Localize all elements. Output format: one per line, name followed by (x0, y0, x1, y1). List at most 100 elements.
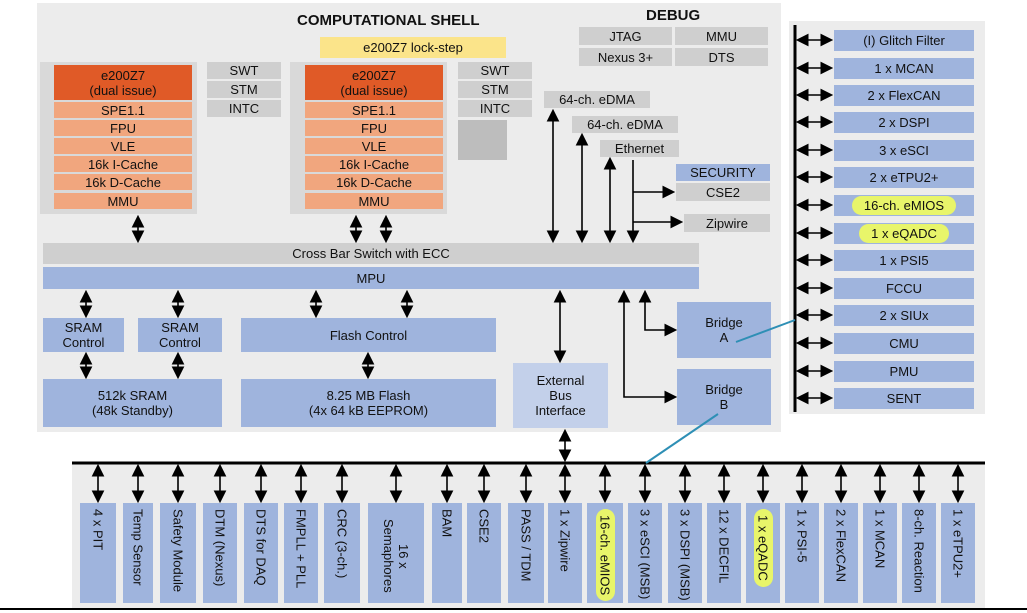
bridge-b-item-dspi-msb: 3 x DSPI (MSB) (668, 503, 702, 603)
core-1-intc: INTC (207, 100, 281, 117)
bridge-a-eqadc-highlight: 1 x eQADC (859, 224, 949, 243)
debug-title: DEBUG (646, 7, 701, 24)
bridge-a-item-emios: 16-ch. eMIOS (834, 195, 974, 216)
bridge-a-item-etpu: 2 x eTPU2+ (834, 167, 974, 188)
bridge-b-item-reaction: 8-ch. Reaction (902, 503, 936, 603)
zipwire-block: Zipwire (684, 214, 770, 232)
debug-mmu: MMU (675, 27, 768, 45)
bridge-b: Bridge B (677, 369, 771, 425)
bridge-a-item-siux: 2 x SIUx (834, 305, 974, 326)
bridge-a-item-fccu: FCCU (834, 278, 974, 299)
sram-512k-line-1: 512k SRAM (97, 388, 168, 403)
core-2-mmu: MMU (305, 193, 443, 209)
bridge-a-item-cmu: CMU (834, 333, 974, 354)
core-2-stm: STM (458, 81, 532, 98)
core-2-title: e200Z7 (dual issue) (305, 65, 443, 100)
core-1-fpu: FPU (54, 120, 192, 136)
bridge-b-item-mcan: 1 x MCAN (863, 503, 897, 603)
sram-control-2: SRAM Control (138, 318, 222, 352)
bridge-b-item-dts-daq: DTS for DAQ (244, 503, 278, 603)
core-1-stm: STM (207, 81, 281, 98)
core-2-fpu: FPU (305, 120, 443, 136)
flash-memory-line-1: 8.25 MB Flash (326, 388, 411, 403)
bridge-a: Bridge A (677, 302, 771, 358)
bridge-b-item-etpu: 1 x eTPU2+ (941, 503, 975, 603)
crossbar-switch: Cross Bar Switch with ECC (43, 243, 699, 264)
flash-memory-line-2: (4x 64 kB EEPROM) (308, 403, 429, 418)
core-1-vle: VLE (54, 138, 192, 154)
core-2-dcache: 16k D-Cache (305, 174, 443, 190)
core-1-dcache: 16k D-Cache (54, 174, 192, 190)
bridge-b-line-2: B (719, 397, 729, 412)
sram-control-1-line-1: SRAM (64, 320, 103, 335)
bridge-a-line-2: A (719, 330, 729, 345)
bridge-b-item-crc: CRC (3-ch.) (324, 503, 360, 603)
lockstep-label: e200Z7 lock-step (320, 37, 506, 58)
edma-a: 64-ch. eDMA (544, 91, 650, 108)
bridge-a-item-dspi: 2 x DSPI (834, 112, 974, 133)
bridge-a-line-1: Bridge (705, 315, 743, 330)
bridge-b-item-esci-msb: 3 x eSCI (MSB) (628, 503, 662, 603)
ebi-line-2: Bus (549, 388, 572, 403)
bridge-b-item-psi5: 1 x PSI-5 (785, 503, 819, 603)
core-2-subtitle: (dual issue) (340, 82, 408, 98)
bridge-a-link (735, 319, 796, 343)
bridge-a-item-sent: SENT (834, 388, 974, 409)
computational-shell-title: COMPUTATIONAL SHELL (297, 12, 480, 29)
core-2-vle: VLE (305, 138, 443, 154)
security-label: SECURITY (676, 164, 770, 181)
bridge-b-link (645, 413, 719, 464)
core-2-spe: SPE1.1 (305, 102, 443, 118)
sram-control-2-line-2: Control (159, 335, 201, 350)
core-1-swt: SWT (207, 62, 281, 79)
bridge-b-item-fmpll: FMPLL + PLL (284, 503, 318, 603)
bridge-a-item-esci: 3 x eSCI (834, 140, 974, 161)
core-1-icache: 16k I-Cache (54, 156, 192, 172)
debug-jtag: JTAG (579, 27, 672, 45)
bridge-a-item-psi5: 1 x PSI5 (834, 250, 974, 271)
bridge-a-item-mcan: 1 x MCAN (834, 58, 974, 79)
bridge-b-item-cse2: CSE2 (467, 503, 501, 603)
bridge-b-item-safety-module: Safety Module (160, 503, 196, 603)
sram-512k: 512k SRAM (48k Standby) (43, 379, 222, 427)
bridge-b-item-emios: 16-ch. eMIOS (587, 503, 623, 603)
bridge-b-item-pit: 4 x PIT (80, 503, 116, 603)
bridge-b-item-semaphores: 16 x Semaphores (368, 503, 424, 603)
mpu-bar: MPU (43, 267, 699, 289)
ebi-line-3: Interface (535, 403, 586, 418)
flash-control: Flash Control (241, 318, 496, 352)
bridge-a-emios-highlight: 16-ch. eMIOS (851, 196, 957, 215)
core-2-blank-block (458, 120, 507, 160)
bridge-b-eqadc-highlight: 1 x eQADC (753, 509, 773, 587)
bridge-b-item-flexcan: 2 x FlexCAN (824, 503, 858, 603)
bridge-b-item-eqadc: 1 x eQADC (746, 503, 780, 603)
bridge-a-item-glitch-filter: (I) Glitch Filter (834, 30, 974, 51)
bridge-b-item-pass-tdm: PASS / TDM (508, 503, 544, 603)
sram-control-1: SRAM Control (43, 318, 124, 352)
security-cse2: CSE2 (676, 183, 770, 201)
edma-b: 64-ch. eDMA (572, 116, 678, 133)
debug-dts: DTS (675, 48, 768, 66)
core-1-name: e200Z7 (100, 67, 146, 83)
core-1-subtitle: (dual issue) (89, 82, 157, 98)
bridge-b-emios-highlight: 16-ch. eMIOS (595, 509, 615, 602)
ethernet: Ethernet (600, 140, 679, 157)
bridge-a-item-flexcan: 2 x FlexCAN (834, 85, 974, 106)
core-1-spe: SPE1.1 (54, 102, 192, 118)
core-2-intc: INTC (458, 100, 532, 117)
core-1-title: e200Z7 (dual issue) (54, 65, 192, 100)
sram-control-2-line-1: SRAM (161, 320, 199, 335)
external-bus-interface: External Bus Interface (513, 363, 608, 428)
flash-memory: 8.25 MB Flash (4x 64 kB EEPROM) (241, 379, 496, 427)
bridge-b-item-decfil: 12 x DECFIL (707, 503, 741, 603)
sram-control-1-line-2: Control (62, 335, 105, 350)
sram-512k-line-2: (48k Standby) (92, 403, 173, 418)
core-2-name: e200Z7 (351, 67, 397, 83)
core-2-swt: SWT (458, 62, 532, 79)
bridge-b-item-bam: BAM (432, 503, 462, 603)
bridge-b-item-temp-sensor: Temp Sensor (123, 503, 153, 603)
bridge-b-item-dtm: DTM (Nexus) (203, 503, 237, 603)
core-1-mmu: MMU (54, 193, 192, 209)
bridge-a-item-eqadc: 1 x eQADC (834, 223, 974, 244)
